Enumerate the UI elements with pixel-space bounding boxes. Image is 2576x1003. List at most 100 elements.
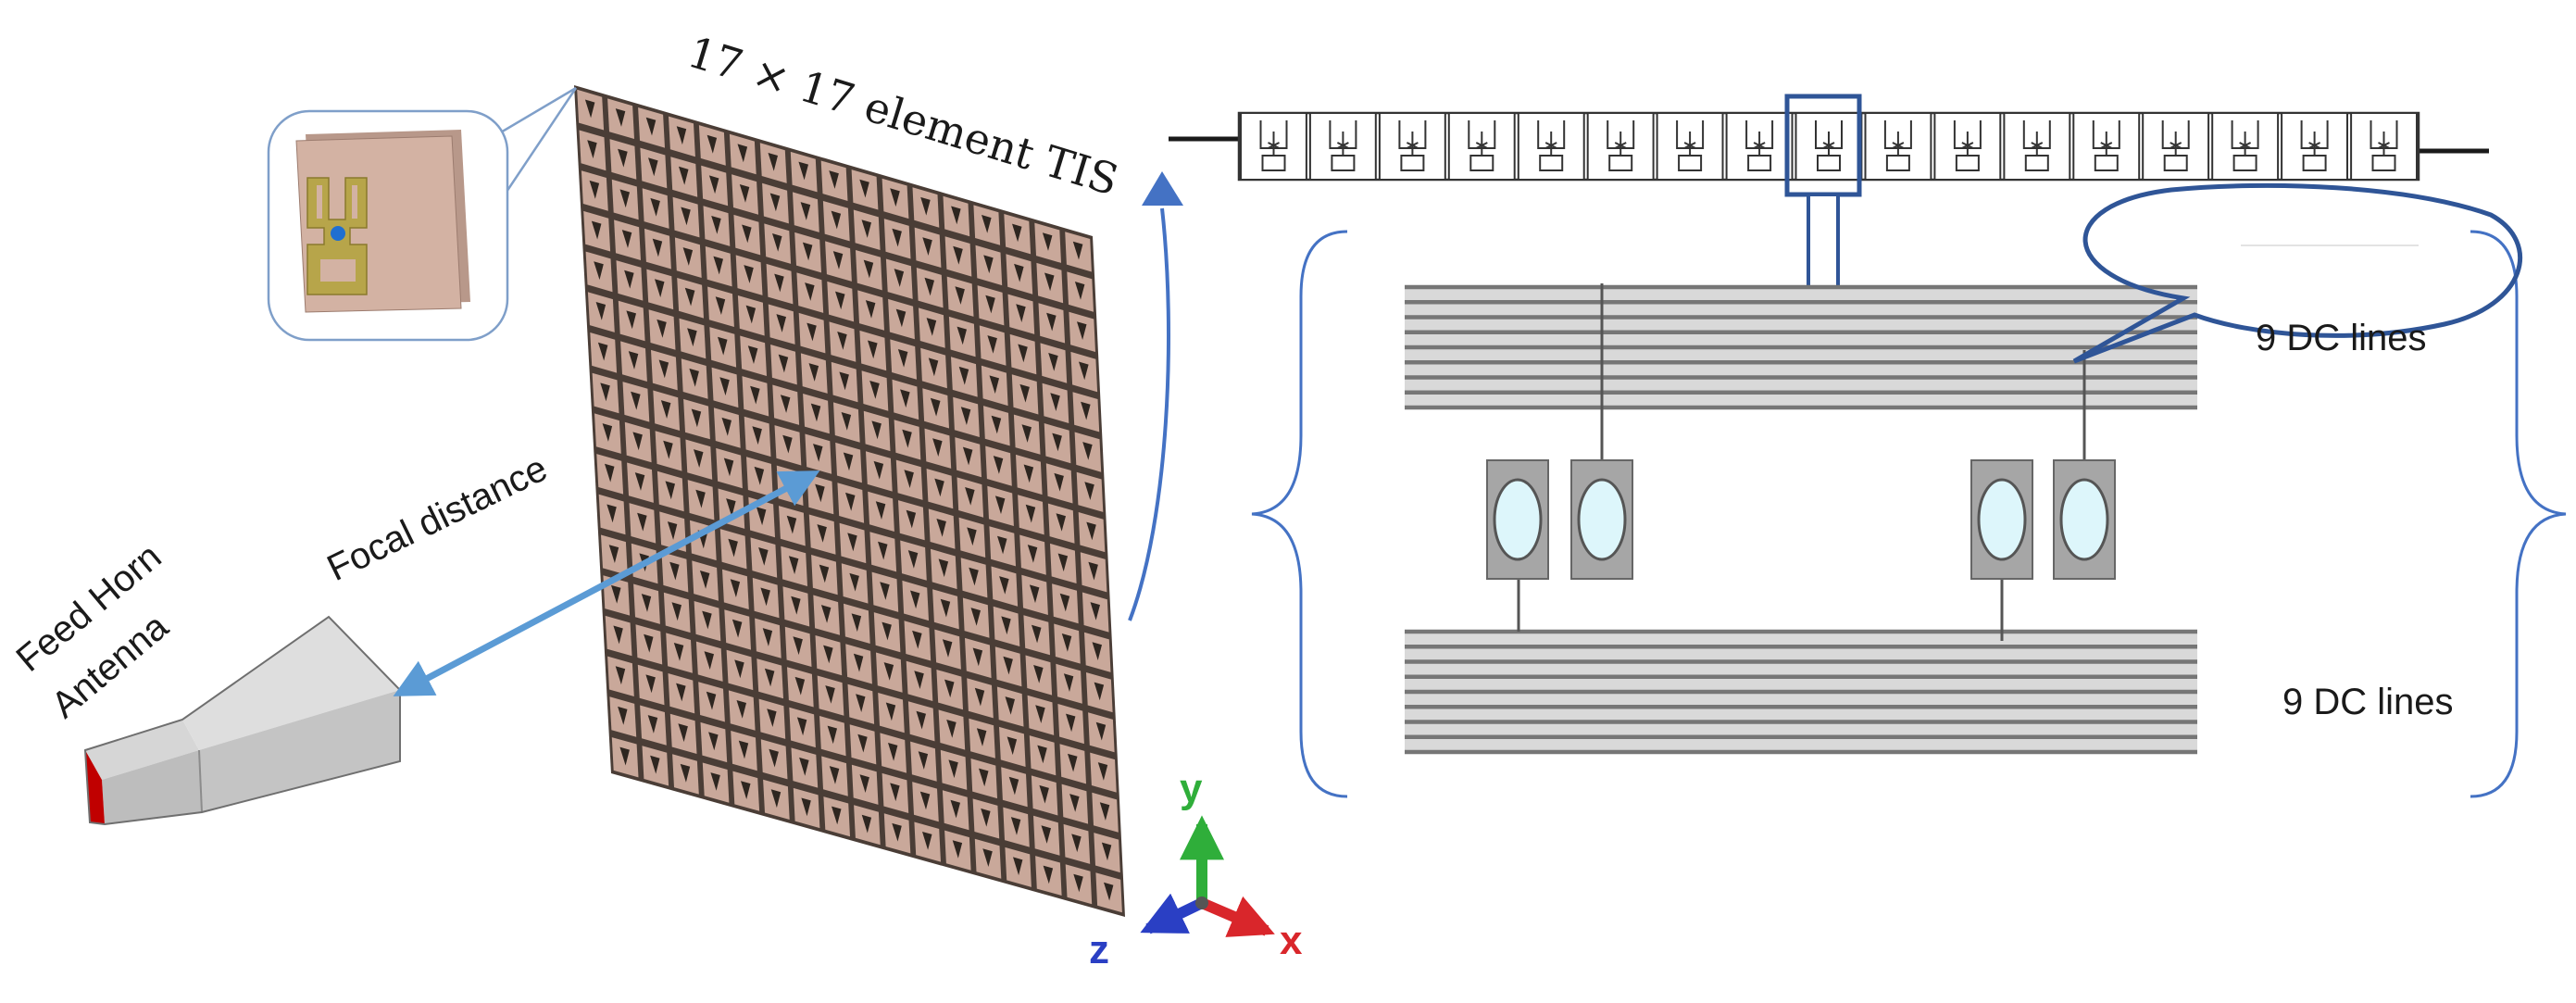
array-cell-patch — [632, 432, 643, 451]
array-cell-patch — [800, 202, 811, 220]
horn-aperture — [85, 750, 105, 824]
strip-cell — [2281, 112, 2349, 181]
array-cell-patch — [1032, 624, 1042, 644]
array-cell-patch — [767, 708, 777, 727]
array-cell-patch — [922, 237, 932, 256]
array-cell-patch — [946, 720, 957, 738]
array-cell-patch — [976, 728, 987, 746]
array-cell-patch — [594, 261, 604, 281]
array-cell-patch — [974, 687, 985, 707]
array-cell-patch — [752, 426, 762, 445]
strip-cell — [1447, 112, 1516, 181]
strip-cell — [1933, 112, 2002, 181]
array-cell-patch — [721, 417, 732, 436]
focal-distance-label: Focal distance — [321, 447, 554, 589]
array-cell-patch — [934, 478, 944, 497]
array-cell-patch — [906, 509, 917, 529]
array-cell-patch — [875, 501, 886, 520]
array-cell-patch — [769, 748, 779, 768]
bias-component-4 — [2053, 459, 2116, 580]
array-cell-patch — [849, 572, 859, 592]
array-cell-patch — [856, 694, 866, 712]
array-cell-patch — [796, 717, 807, 736]
array-cell-patch — [839, 371, 849, 391]
array-cell-patch — [878, 541, 888, 560]
array-cell-patch — [1001, 616, 1011, 635]
strip-cell — [1656, 112, 1724, 181]
array-cell-patch — [1068, 753, 1078, 772]
array-cell-patch — [928, 357, 939, 377]
dc-lines-bottom-label: 9 DC lines — [2282, 682, 2454, 722]
array-cell-patch — [691, 408, 702, 428]
array-cell-patch — [680, 763, 691, 783]
array-cell-patch — [827, 725, 837, 745]
array-cell-patch — [682, 247, 694, 266]
array-cell-patch — [1037, 745, 1047, 764]
array-cell-patch — [768, 153, 778, 171]
array-cell-patch — [615, 108, 626, 127]
strip-cell — [1864, 112, 1932, 181]
array-cell-patch — [902, 429, 912, 448]
array-cell-patch — [738, 740, 749, 759]
array-cell-patch — [648, 157, 658, 177]
array-cell-patch — [1019, 383, 1030, 403]
array-cell-patch — [1092, 642, 1102, 660]
array-cell-patch — [1046, 312, 1057, 332]
array-cell-patch — [942, 639, 953, 658]
strip-cell — [2003, 112, 2071, 181]
array-cell-patch — [926, 318, 937, 336]
array-cell-patch — [820, 605, 832, 623]
array-cell-patch — [1008, 776, 1019, 796]
array-cell-patch — [631, 391, 641, 410]
array-cell-patch — [657, 319, 667, 338]
array-cell-patch — [1014, 263, 1024, 282]
unit-cell-diode — [331, 226, 345, 241]
array-cell-patch — [1057, 553, 1069, 572]
array-cell-patch — [890, 188, 900, 207]
array-cell-patch — [1081, 401, 1091, 420]
array-cell-patch — [723, 458, 734, 477]
array-cell-patch — [621, 230, 632, 248]
array-cell-patch — [900, 389, 910, 408]
array-cell-patch — [835, 291, 845, 310]
array-cell-patch — [780, 395, 791, 413]
array-cell-patch — [837, 332, 847, 350]
array-cell-patch — [951, 206, 961, 225]
array-cell-patch — [1035, 705, 1045, 723]
array-cell-patch — [919, 791, 931, 810]
array-cell-patch — [994, 495, 1006, 515]
array-cell-patch — [744, 265, 754, 283]
array-cell-patch — [985, 295, 995, 314]
array-cell-patch — [897, 349, 908, 368]
array-cell-patch — [1099, 802, 1110, 821]
array-cell-patch — [774, 273, 784, 293]
strip-cell — [1517, 112, 1585, 181]
array-cell-patch — [859, 179, 869, 198]
array-cell-patch — [769, 193, 781, 212]
array-cell-patch — [619, 189, 630, 208]
dc-lines-callout — [2072, 182, 2523, 364]
array-cell-patch — [684, 287, 695, 307]
array-cell-patch — [883, 662, 894, 681]
array-cell-patch — [694, 449, 704, 468]
array-cell-patch — [707, 134, 718, 154]
curved-arrow-head — [1142, 171, 1183, 206]
array-cell-patch — [618, 148, 628, 168]
array-cell-patch — [832, 251, 844, 270]
array-cell-patch — [1041, 825, 1051, 844]
array-cell-patch — [1061, 633, 1072, 652]
array-cell-patch — [663, 440, 673, 459]
array-cell-patch — [894, 269, 905, 287]
array-cell-patch — [1027, 545, 1038, 563]
axis-y-label: y — [1180, 766, 1203, 811]
array-cell-patch — [708, 175, 719, 194]
array-cell-patch — [719, 377, 730, 396]
array-cell-patch — [1077, 321, 1087, 340]
array-cell-patch — [1104, 882, 1114, 901]
array-cell-patch — [1084, 482, 1094, 500]
array-cell-patch — [624, 270, 634, 289]
array-cell-patch — [628, 351, 639, 370]
array-cell-patch — [918, 751, 929, 770]
array-cell-patch — [1016, 304, 1026, 322]
bias-network: 9 DC lines 9 DC lines — [1251, 182, 2567, 798]
